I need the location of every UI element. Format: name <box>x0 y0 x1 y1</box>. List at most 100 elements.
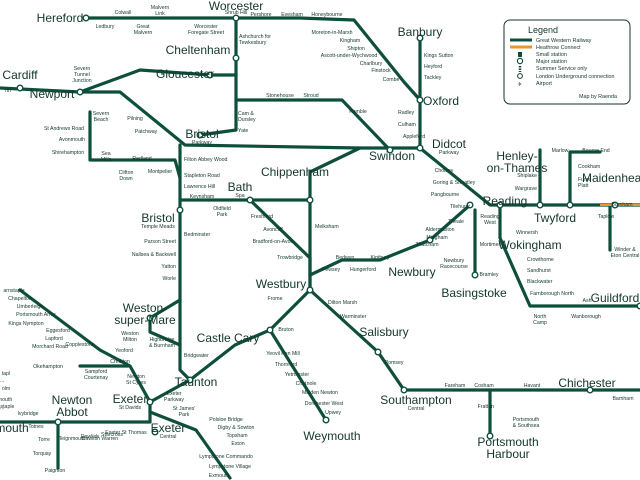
station-label-taunton[interactable]: Taunton <box>175 375 218 389</box>
station-label-wanborough[interactable]: Wanborough <box>571 314 601 320</box>
station-label-shrub_hill[interactable]: Shrub Hill <box>225 10 248 16</box>
station-label-heyford[interactable]: Heyford <box>424 64 442 70</box>
station-label-chichester[interactable]: Chichester <box>558 376 615 390</box>
station-label-pershore[interactable]: Pershore <box>250 12 271 18</box>
station-label-digby[interactable]: Digby & Sowton <box>218 425 255 431</box>
station-label-shipton[interactable]: Shipton <box>347 46 365 52</box>
station-label-bristol_parkway[interactable]: Bristol <box>185 127 218 141</box>
station-label-ledbury[interactable]: Ledbury <box>96 24 115 30</box>
station-label-portsmouth_arms[interactable]: Portsmouth Arms <box>16 312 56 318</box>
station-label-culham[interactable]: Culham <box>398 122 416 128</box>
station-label-keynsham[interactable]: Keynsham <box>190 194 215 200</box>
station-label-bedminster[interactable]: Bedminster <box>184 232 211 238</box>
station-label-topsham[interactable]: Topsham <box>226 433 247 439</box>
station-label-upwey[interactable]: Upwey <box>325 410 341 416</box>
station-label-starcross[interactable]: Starcross <box>101 432 123 438</box>
station-label-ash[interactable]: Ash <box>583 298 592 304</box>
station-sublabel-exeter_sd[interactable]: St Davids <box>119 405 142 411</box>
station-label-banbury[interactable]: Banbury <box>398 25 443 39</box>
station-label-redland[interactable]: Redland <box>132 156 151 162</box>
station-label-polsloe[interactable]: Polsloe Bridge <box>209 417 243 423</box>
station-label-pangbourne[interactable]: Pangbourne <box>431 192 459 198</box>
station-label-evesham[interactable]: Evesham <box>281 12 303 18</box>
station-label-parson_street[interactable]: Parson Street <box>144 239 176 245</box>
station-label-salisbury[interactable]: Salisbury <box>359 325 408 339</box>
station-label-swindon[interactable]: Swindon <box>369 149 415 163</box>
station-label-warminster[interactable]: Warminster <box>340 314 367 320</box>
station-label-sandhurst[interactable]: Sandhurst <box>527 268 551 274</box>
station-label-chapelton[interactable]: Chapelton <box>8 296 32 302</box>
station-label-bradford[interactable]: Bradford-on-Avon <box>253 239 294 245</box>
station-label-westbury[interactable]: Westbury <box>256 277 306 291</box>
station-label-melksham[interactable]: Melksham <box>315 224 339 230</box>
station-label-bourne_end[interactable]: Bourne End <box>582 148 610 154</box>
station-sublabel-bath[interactable]: Spa <box>235 193 244 199</box>
station-label-charlbury[interactable]: Charlbury <box>360 61 383 67</box>
station-label-liskeard[interactable]: nstaple <box>0 404 14 410</box>
station-label-stonehouse[interactable]: Stonehouse <box>266 93 294 99</box>
station-label-henley[interactable]: Henley-on-Thames <box>487 149 548 175</box>
station-label-combe[interactable]: Combe <box>383 77 400 83</box>
station-label-guildford[interactable]: Guildford <box>591 291 640 305</box>
station-label-yatton[interactable]: Yatton <box>161 264 176 270</box>
station-sublabel-didcot[interactable]: Parkway <box>439 150 459 156</box>
station-label-stroud[interactable]: Stroud <box>303 93 318 99</box>
station-label-filton[interactable]: Filton Abbey Wood <box>184 157 228 163</box>
station-label-sm2[interactable]: ... <box>0 378 4 384</box>
station-label-theale[interactable]: Theale <box>448 219 464 225</box>
station-label-cholsey[interactable]: Cholsey <box>435 168 454 174</box>
station-label-lawrence_hill[interactable]: Lawrence Hill <box>184 184 215 190</box>
station-label-hungerford[interactable]: Hungerford <box>350 267 376 273</box>
station-label-avonmouth[interactable]: Avonmouth <box>59 137 85 143</box>
station-label-morchard[interactable]: Morchard Road <box>32 344 68 350</box>
station-label-exmouth[interactable]: Exmouth <box>209 473 230 479</box>
station-label-burnham[interactable]: Burnham <box>611 202 632 208</box>
station-label-marlow[interactable]: Marlow <box>552 148 569 154</box>
station-label-shiplake[interactable]: Shiplake <box>517 173 537 179</box>
station-label-crediton[interactable]: Crediton <box>110 359 130 365</box>
station-label-kemble[interactable]: Kemble <box>349 109 367 115</box>
station-label-yeovil_pen[interactable]: Yeovil Pen Mill <box>266 351 300 357</box>
station-label-kings_nympton[interactable]: Kings Nympton <box>8 321 43 327</box>
station-label-montpelier[interactable]: Montpelier <box>148 169 172 175</box>
station-label-cardiff_minor[interactable]: rth <box>5 88 11 94</box>
station-sublabel-bristol_tm[interactable]: Temple Meads <box>141 224 175 230</box>
station-label-patchway[interactable]: Patchway <box>135 129 158 135</box>
station-label-wokingham[interactable]: Wokingham <box>498 238 561 252</box>
station-label-goring[interactable]: Goring & Streatley <box>433 180 476 186</box>
station-label-fareham[interactable]: Fareham <box>445 383 466 389</box>
station-label-cookham[interactable]: Cookham <box>578 164 600 170</box>
station-label-ascott[interactable]: Ascott-under-Wychwood <box>321 53 378 59</box>
station-label-totnes[interactable]: Totnes <box>28 424 44 430</box>
station-label-bath[interactable]: Bath <box>228 180 253 194</box>
station-label-newbury[interactable]: Newbury <box>388 265 435 279</box>
station-label-chetnole[interactable]: Chetnole <box>296 381 317 387</box>
station-label-thornford[interactable]: Thornford <box>275 362 298 368</box>
station-label-sm1[interactable]: tapl <box>2 371 10 377</box>
station-label-blackwater[interactable]: Blackwater <box>527 279 553 285</box>
station-label-romsey[interactable]: Romsey <box>384 360 403 366</box>
station-label-kings_sutton[interactable]: Kings Sutton <box>424 53 454 59</box>
station-label-torre[interactable]: Torre <box>38 437 50 443</box>
station-label-oxford[interactable]: Oxford <box>423 94 459 108</box>
station-label-portsmouth_southsea[interactable]: Portsmouth& Southsea <box>513 417 540 429</box>
station-label-appleford[interactable]: Appleford <box>403 134 425 140</box>
station-label-farnborough[interactable]: Farnborough North <box>530 291 574 297</box>
station-label-dawlish[interactable]: Dawlish <box>81 434 99 440</box>
station-label-umberleigh[interactable]: Umberleigh <box>17 304 44 310</box>
station-label-exeter_c[interactable]: Exeter <box>151 421 186 435</box>
station-label-nailsea[interactable]: Nailsea & Backwell <box>132 252 176 258</box>
station-label-st_andrews[interactable]: St Andrews Road <box>44 126 84 132</box>
station-label-dilton[interactable]: Dilton Marsh <box>328 300 357 306</box>
